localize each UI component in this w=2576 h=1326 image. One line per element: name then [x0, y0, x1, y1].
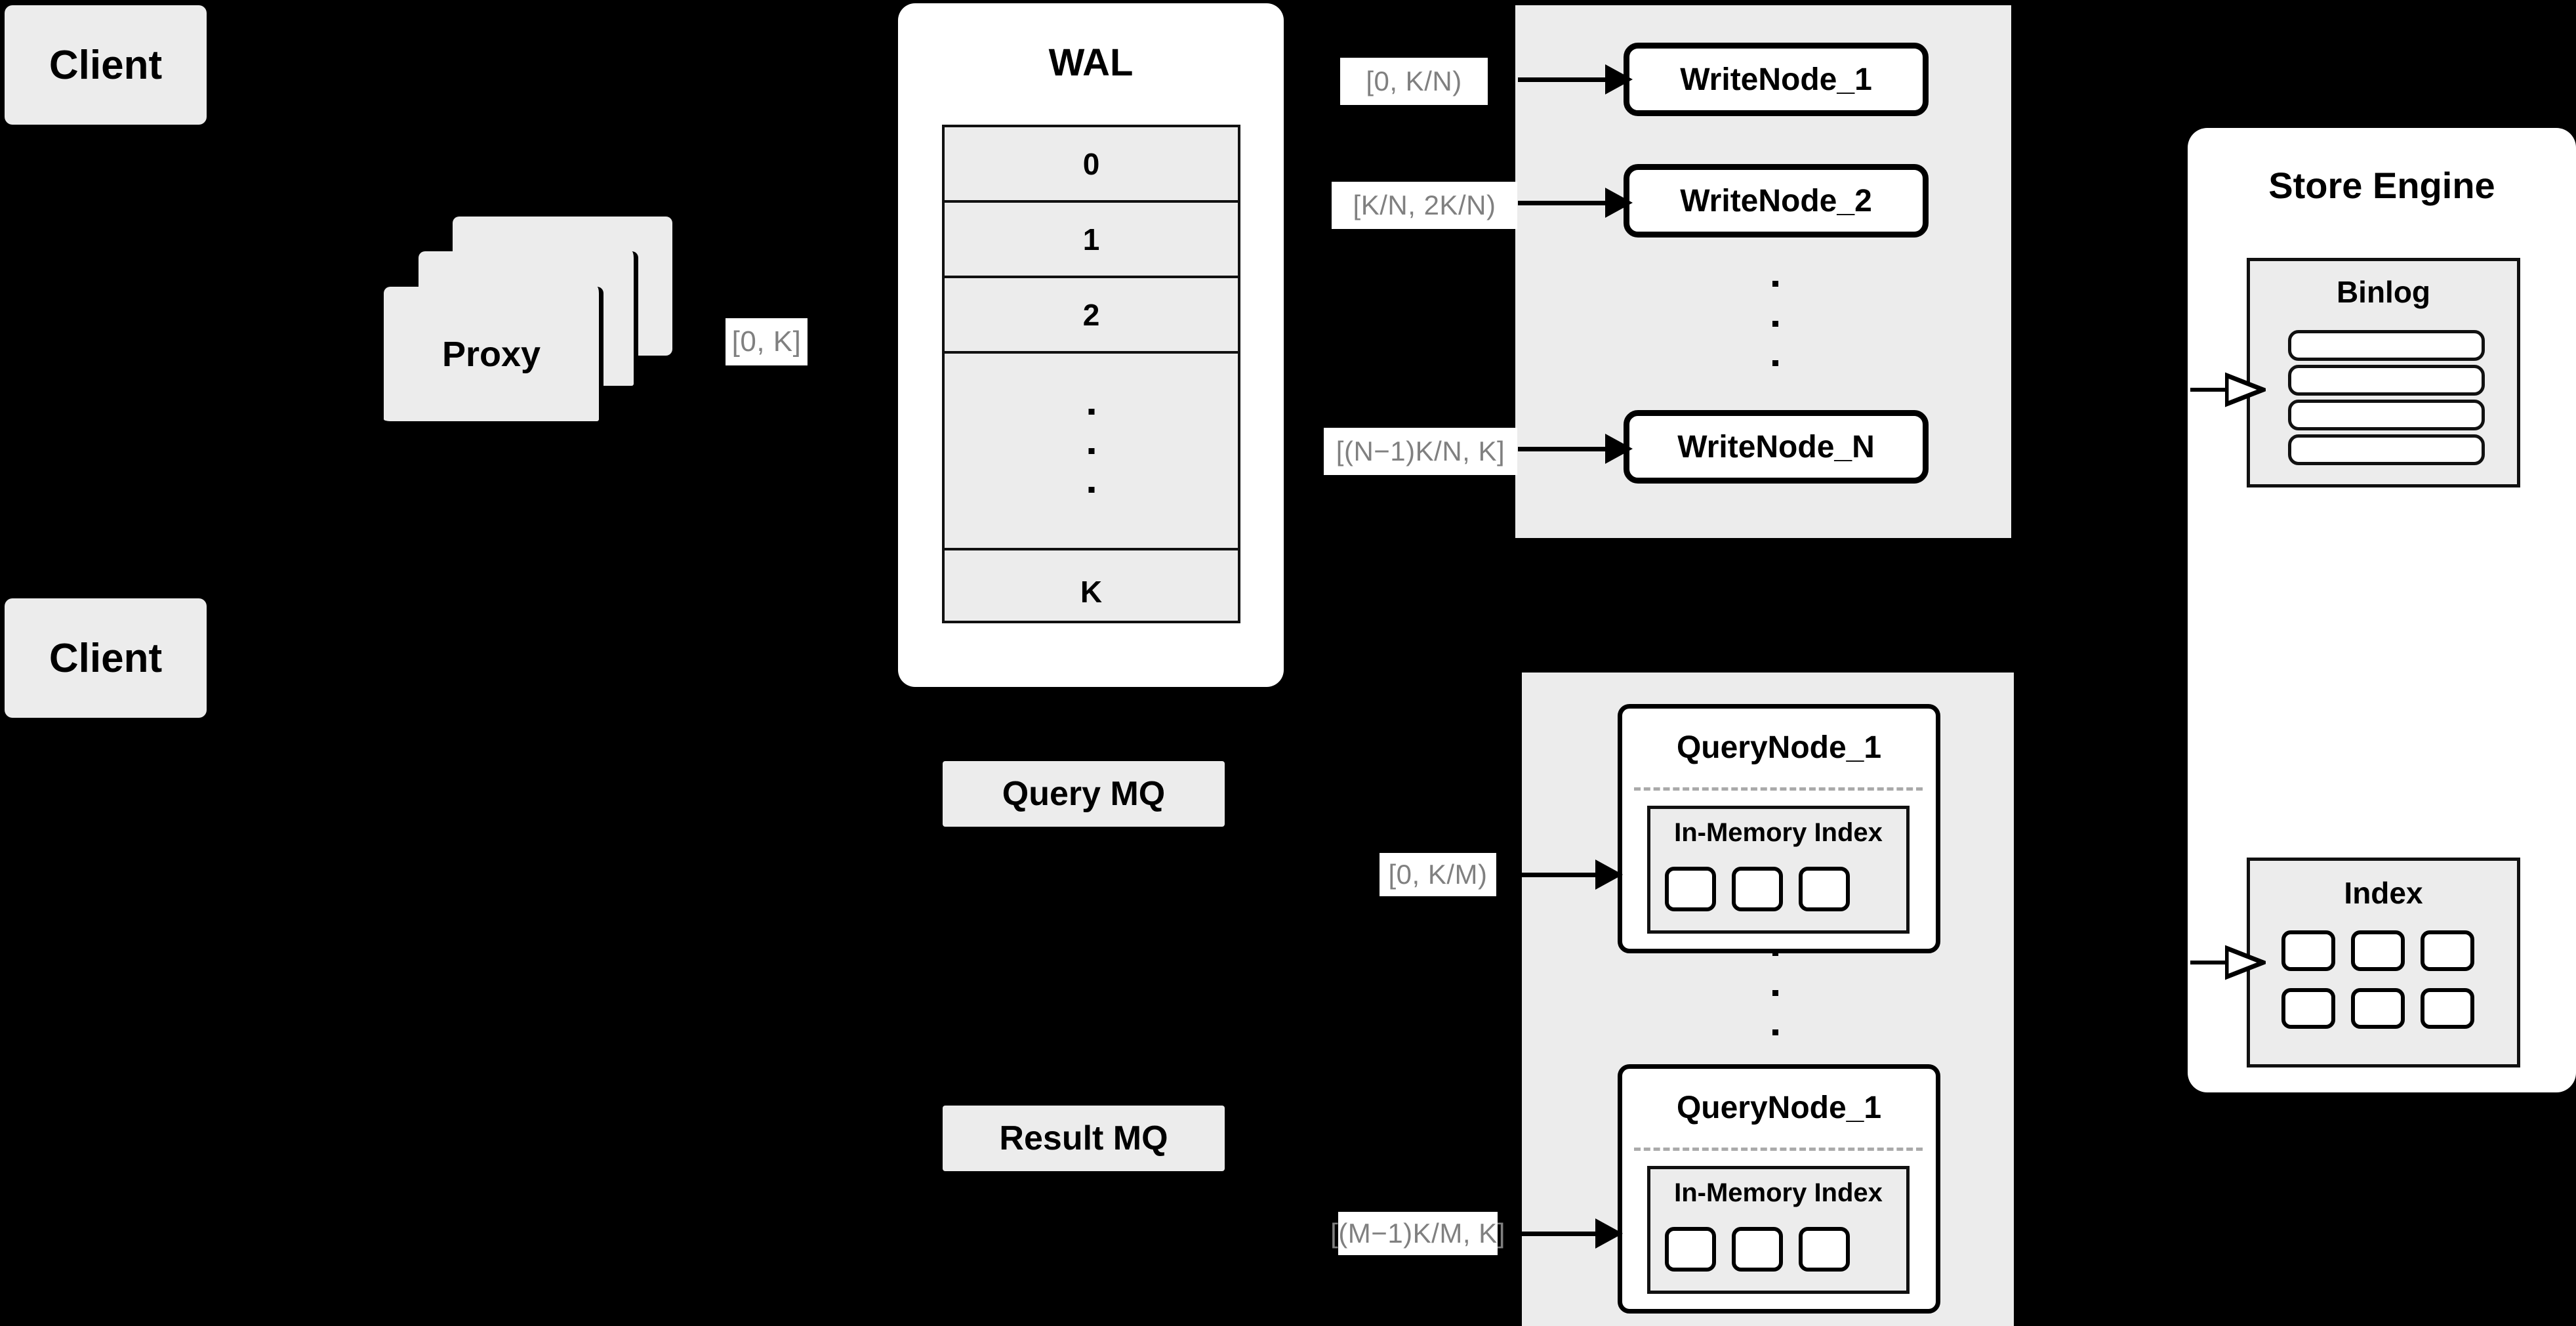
write-node-1[interactable]: WriteNode_1 — [1624, 43, 1929, 116]
wal-row-k: K — [1080, 575, 1103, 609]
proxy-stack[interactable]: Proxy — [384, 217, 685, 433]
query-node-1-divider — [1634, 787, 1923, 791]
binlog-segment[interactable] — [2288, 434, 2485, 465]
wal-table: 0 1 2 K — [942, 125, 1240, 623]
binlog-panel: Binlog — [2247, 258, 2520, 487]
query-mq-node[interactable]: Query MQ — [943, 761, 1225, 827]
binlog-segment[interactable] — [2288, 400, 2485, 430]
query-node-1-connector — [1522, 873, 1602, 877]
binlog-label: Binlog — [2336, 275, 2431, 309]
write-node-n-range-label: [(N−1)K/N, K] — [1324, 428, 1517, 475]
query-node-1[interactable]: QueryNode_1 In-Memory Index — [1618, 704, 1940, 953]
query-cluster-ellipsis — [1771, 950, 1779, 1035]
client-node-2[interactable]: Client — [5, 598, 207, 718]
wal-row-1: 1 — [945, 203, 1238, 278]
query-node-2-arrowhead — [1595, 1218, 1623, 1249]
query-node-2-index-segment[interactable] — [1732, 1227, 1783, 1272]
query-node-1-index-segment[interactable] — [1732, 867, 1783, 911]
query-node-1-range-label: [0, K/M) — [1380, 853, 1496, 896]
query-node-2-label: QueryNode_1 — [1676, 1090, 1882, 1125]
store-engine-title: Store Engine — [2268, 165, 2495, 206]
proxy-label: Proxy — [441, 334, 541, 374]
query-node-2-inmemory-index-panel: In-Memory Index — [1647, 1166, 1910, 1294]
query-node-1-inmemory-index-label: In-Memory Index — [1674, 818, 1883, 847]
write-node-1-connector — [1518, 77, 1610, 82]
write-node-n-arrowhead — [1605, 434, 1633, 464]
write-node-n-label: WriteNode_N — [1677, 429, 1875, 465]
write-node-1-range-label: [0, K/N) — [1340, 58, 1488, 105]
store-index-segment[interactable] — [2351, 988, 2405, 1029]
store-index-segment[interactable] — [2281, 930, 2335, 971]
write-node-1-arrowhead — [1605, 64, 1633, 94]
query-node-1-label: QueryNode_1 — [1676, 730, 1882, 765]
query-node-2[interactable]: QueryNode_1 In-Memory Index — [1618, 1064, 1940, 1314]
query-node-1-index-segment[interactable] — [1665, 867, 1716, 911]
write-node-n-connector — [1518, 447, 1610, 451]
query-node-1-arrowhead — [1595, 860, 1623, 890]
store-index-segment[interactable] — [2351, 930, 2405, 971]
store-index-segment[interactable] — [2281, 988, 2335, 1029]
write-node-2-connector — [1518, 201, 1610, 205]
store-index-segment[interactable] — [2421, 930, 2474, 971]
client-node-2-label: Client — [49, 635, 163, 681]
write-node-2-label: WriteNode_2 — [1680, 183, 1872, 218]
client-node-1[interactable]: Client — [5, 5, 207, 125]
write-node-2[interactable]: WriteNode_2 — [1624, 164, 1929, 238]
write-cluster-ellipsis — [1771, 281, 1779, 366]
query-node-2-index-segment[interactable] — [1799, 1227, 1850, 1272]
write-node-n[interactable]: WriteNode_N — [1624, 410, 1929, 484]
binlog-segment[interactable] — [2288, 365, 2485, 396]
binlog-inflow-connector — [2190, 388, 2231, 392]
wal-row-ellipsis — [945, 354, 1238, 550]
proxy-output-range-label: [0, K] — [726, 318, 808, 365]
write-node-1-label: WriteNode_1 — [1680, 62, 1872, 97]
wal-title: WAL — [1048, 41, 1134, 84]
query-mq-label: Query MQ — [1002, 775, 1166, 813]
wal-row-2: 2 — [945, 278, 1238, 354]
query-node-1-index-segment[interactable] — [1799, 867, 1850, 911]
store-index-panel: Index — [2247, 858, 2520, 1067]
store-index-label: Index — [2344, 876, 2423, 910]
wal-ellipsis-dots — [1088, 409, 1094, 493]
query-node-2-index-segment[interactable] — [1665, 1227, 1716, 1272]
query-node-2-inmemory-index-label: In-Memory Index — [1674, 1178, 1883, 1207]
client-node-1-label: Client — [49, 42, 163, 88]
store-index-segment[interactable] — [2421, 988, 2474, 1029]
proxy-card-front[interactable]: Proxy — [384, 287, 603, 426]
query-node-2-range-label: [(M−1)K/M, K] — [1330, 1212, 1505, 1255]
query-node-2-divider — [1634, 1148, 1923, 1151]
result-mq-label: Result MQ — [999, 1119, 1168, 1157]
store-index-inflow-connector — [2190, 961, 2231, 964]
query-node-1-inmemory-index-panel: In-Memory Index — [1647, 806, 1910, 934]
query-node-2-connector — [1522, 1232, 1602, 1236]
wal-row-0: 0 — [945, 127, 1238, 203]
write-node-2-arrowhead — [1605, 188, 1633, 218]
write-node-2-range-label: [K/N, 2K/N) — [1332, 182, 1517, 229]
binlog-segment[interactable] — [2288, 330, 2485, 361]
result-mq-node[interactable]: Result MQ — [943, 1106, 1225, 1171]
